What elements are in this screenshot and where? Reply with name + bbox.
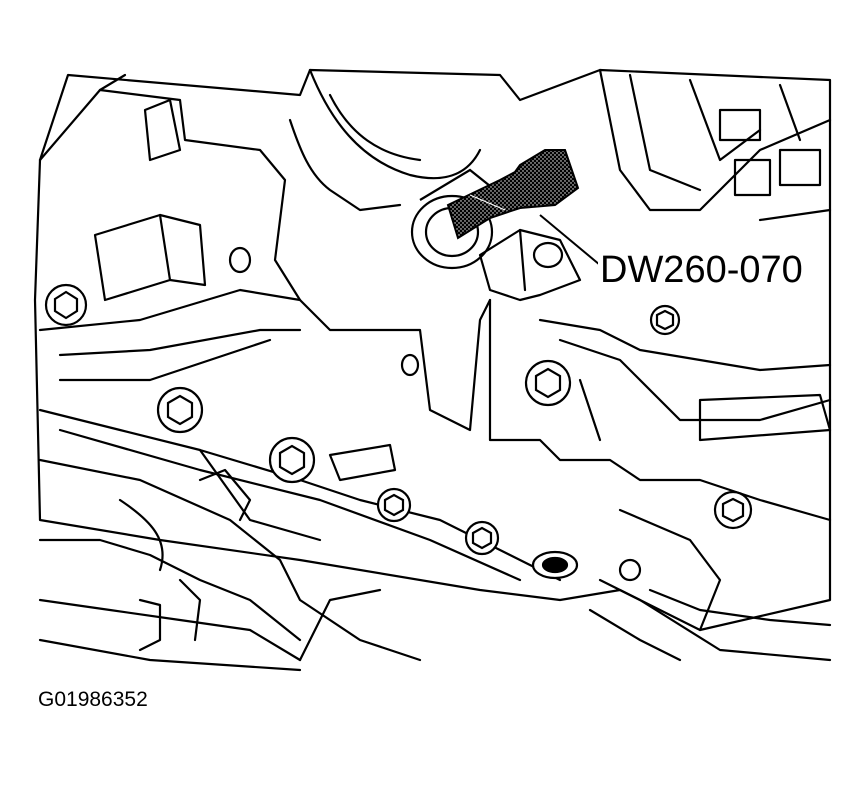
bolt-icon	[268, 436, 316, 484]
bolt-icon	[713, 490, 753, 530]
bolt-hole-icon	[228, 246, 252, 274]
bolt-icon	[464, 520, 500, 556]
bolt-icon	[524, 359, 572, 407]
drain-plug-icon	[531, 550, 579, 580]
bolt-hole-icon	[400, 353, 420, 377]
bolt-icon	[618, 558, 642, 582]
bolt-icon	[376, 487, 412, 523]
special-tool-icon	[446, 149, 580, 240]
figure-code: G01986352	[38, 688, 148, 711]
bolt-icon	[44, 283, 88, 327]
bolt-hole-icon	[532, 241, 564, 269]
bolt-icon	[649, 304, 681, 336]
case-outline	[33, 68, 832, 632]
tool-part-number-label: DW260-070	[598, 248, 805, 292]
bolt-icon	[156, 386, 204, 434]
